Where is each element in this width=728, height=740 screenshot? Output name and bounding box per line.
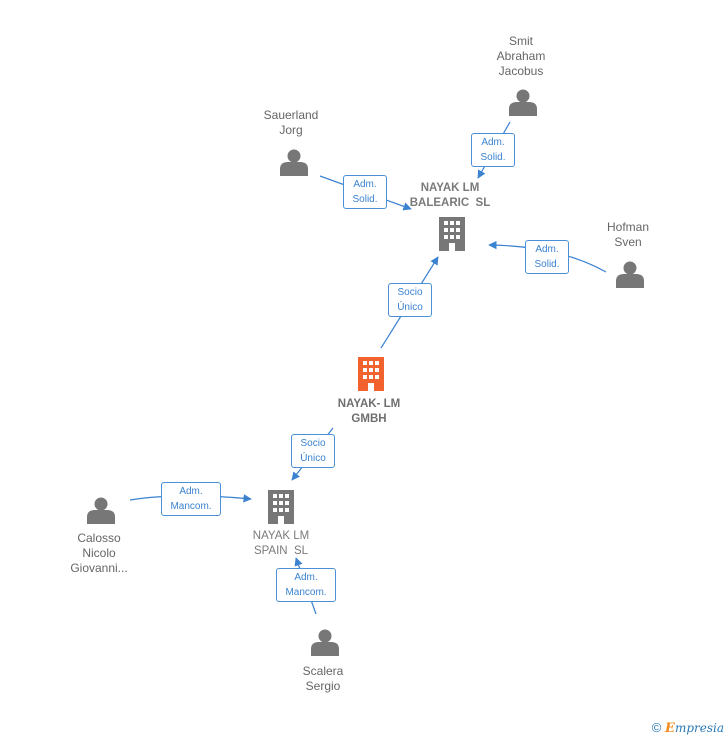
relation-badge-hofman-balearic[interactable]: Adm. Solid. <box>525 240 569 274</box>
brand-name: mpresia <box>674 721 724 735</box>
relation-badge-gmbh-balearic[interactable]: Socio Único <box>388 283 432 317</box>
relation-badge-calosso-spain[interactable]: Adm. Mancom. <box>161 482 221 516</box>
copyright-icon: © <box>651 720 662 735</box>
building-icon-spain <box>268 490 294 524</box>
relation-badge-scalera-spain[interactable]: Adm. Mancom. <box>276 568 336 602</box>
node-label-scalera[interactable]: Scalera Sergio <box>302 664 344 693</box>
node-label-gmbh[interactable]: NAYAK- LM GMBH <box>337 398 401 425</box>
node-label-balearic[interactable]: NAYAK LM BALEARIC SL <box>409 182 491 209</box>
person-icon-hofman <box>616 261 644 288</box>
relation-badge-smit-balearic[interactable]: Adm. Solid. <box>471 133 515 167</box>
building-icon-balearic <box>439 217 465 251</box>
node-label-smit[interactable]: Smit Abraham Jacobus <box>496 34 546 78</box>
node-label-hofman[interactable]: Hofman Sven <box>606 220 650 249</box>
person-icon-calosso <box>87 497 115 524</box>
empresia-logo[interactable]: © Empresia <box>652 720 724 736</box>
relation-badge-gmbh-spain[interactable]: Socio Único <box>291 434 335 468</box>
node-label-sauerland[interactable]: Sauerland Jorg <box>263 108 319 137</box>
person-icon-scalera <box>311 629 339 656</box>
person-icon-smit <box>509 89 537 116</box>
node-label-calosso[interactable]: Calosso Nicolo Giovanni... <box>70 531 128 575</box>
node-label-spain[interactable]: NAYAK LM SPAIN SL <box>252 530 310 557</box>
person-icon-sauerland <box>280 149 308 176</box>
building-icon-gmbh <box>358 357 384 391</box>
brand-initial: E <box>665 721 675 736</box>
relation-badge-sauerland-balearic[interactable]: Adm. Solid. <box>343 175 387 209</box>
